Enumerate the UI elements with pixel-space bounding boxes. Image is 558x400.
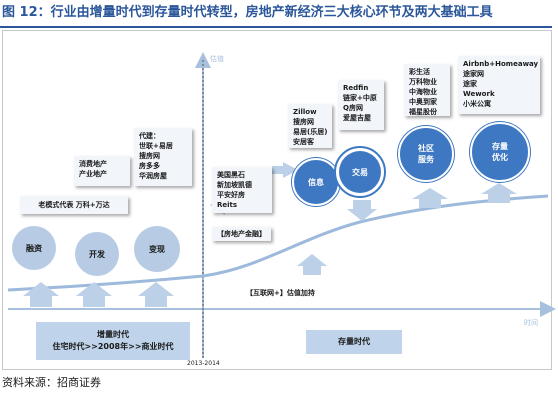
circle-stock-opt: 存量 优化 [470, 122, 530, 182]
stock-opt-label-line-2: 优化 [492, 153, 508, 162]
stock-opt-line-2: 途家网 [463, 70, 484, 78]
info-line-3: 易居(乐居) [293, 128, 328, 136]
finance-tools-line-2: 新加坡凯德 [217, 181, 252, 189]
community-line-1: 彩生活 [409, 68, 430, 76]
stock-opt-line-3: 途家 [463, 80, 477, 88]
finance-tools-box: 美国黑石 新加坡凯德 平安好房 Reits [212, 167, 272, 213]
finance-tools-line-4: Reits [217, 201, 238, 209]
realization-box: 代建： 世联+易居 搜房网 房多多 华润房屋 [134, 128, 192, 186]
arrow-up-1 [23, 282, 59, 307]
x-axis-label: 时间 [524, 319, 538, 327]
incremental-phase-line-1: 增量时代 [97, 330, 129, 339]
realization-line-1: 代建： [139, 132, 160, 140]
financing-box: 老模式代表 万科+万达 [20, 196, 128, 214]
info-line-4: 安居客 [293, 138, 314, 146]
trade-line-3: Q房网 [343, 104, 363, 112]
circle-info: 信息 [292, 158, 340, 206]
realization-line-4: 房多多 [139, 162, 160, 170]
incremental-phase-box: 增量时代 住宅时代>>2008年>>商业时代 [36, 322, 190, 360]
figure-title: 图 12：行业由增量时代到存量时代转型，房地产新经济三大核心环节及两大基础工具 [2, 5, 493, 20]
arrow-right [272, 162, 298, 178]
source-note: 资料来源：招商证券 [2, 376, 101, 389]
internet-tool-label: 【互联网+】估值加持 [246, 289, 315, 297]
incremental-phase-line-2: 住宅时代>>2008年>>商业时代 [52, 342, 174, 351]
arrow-up-3 [138, 282, 174, 307]
stock-opt-line-1: Airbnb+Homeaway [463, 60, 539, 68]
circle-trade: 交易 [339, 151, 381, 193]
finance-tools-line-1: 美国黑石 [217, 171, 245, 179]
info-line-1: Zillow [293, 108, 317, 116]
realization-line-2: 世联+易居 [139, 142, 173, 150]
development-box: 消费地产 产业地产 [74, 156, 130, 186]
arrow-down-trade [347, 200, 377, 221]
trade-box: Redfin 链家+中原 Q房网 爱屋吉屋 [338, 80, 384, 130]
stock-opt-label-line-1: 存量 [492, 142, 508, 151]
stock-opt-line-5: 小米公寓 [463, 100, 491, 108]
divider-year-label: 2013-2014 [187, 360, 220, 367]
stock-phase-box: 存量时代 [306, 330, 402, 354]
circle-financing: 融资 [12, 226, 56, 270]
stock-opt-box: Airbnb+Homeaway 途家网 途家 Wework 小米公寓 [458, 56, 540, 114]
arrow-up-4 [412, 188, 448, 208]
stock-opt-label: 存量 优化 [492, 141, 508, 163]
info-box: Zillow 搜房网 易居(乐居) 安居客 [288, 104, 332, 148]
finance-tool-label: 【房地产金融】 [212, 227, 271, 241]
development-line-2: 产业地产 [79, 170, 107, 178]
community-label-line-2: 服务 [418, 155, 434, 164]
community-line-5: 福星股份 [409, 108, 437, 116]
community-label-line-1: 社区 [418, 144, 434, 153]
circle-community: 社区 服务 [398, 126, 454, 182]
arrow-up-5 [481, 183, 517, 203]
circle-realization: 变现 [134, 226, 180, 272]
trade-line-1: Redfin [343, 84, 369, 92]
circle-trade-outer: 交易 [334, 146, 386, 198]
trade-line-4: 爱屋吉屋 [343, 114, 371, 122]
realization-line-5: 华润房屋 [139, 172, 167, 180]
info-line-2: 搜房网 [293, 118, 314, 126]
arrow-up-2 [76, 282, 112, 307]
community-label: 社区 服务 [418, 143, 434, 165]
stock-opt-line-4: Wework [463, 90, 495, 98]
finance-tools-line-3: 平安好房 [217, 191, 245, 199]
circle-development: 开发 [75, 232, 119, 276]
development-line-1: 消费地产 [79, 160, 107, 168]
title-rule [0, 26, 552, 28]
valuation-curve [7, 194, 549, 292]
realization-line-3: 搜房网 [139, 152, 160, 160]
trade-line-2: 链家+中原 [343, 94, 377, 102]
community-line-2: 万科物业 [409, 78, 437, 86]
community-line-4: 中奥到家 [409, 98, 437, 106]
y-axis-label: 估值 [210, 55, 224, 63]
arrow-up-info [297, 254, 327, 275]
community-box: 彩生活 万科物业 中海物业 中奥到家 福星股份 [404, 64, 450, 116]
community-line-3: 中海物业 [409, 88, 437, 96]
